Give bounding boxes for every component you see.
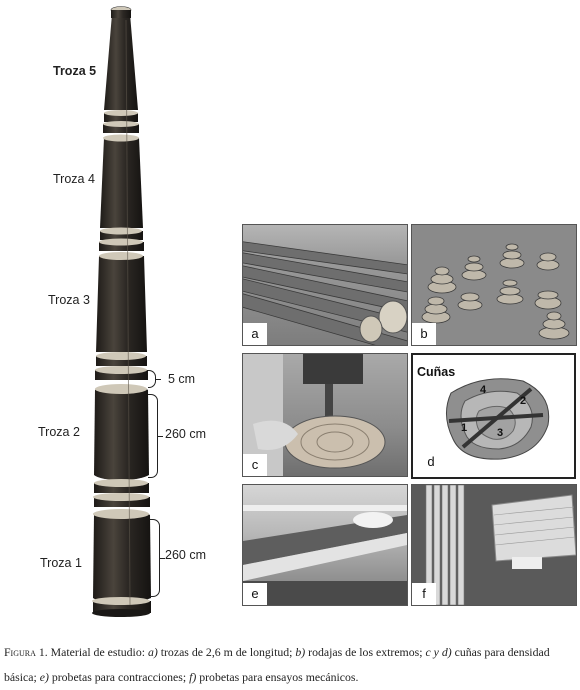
photo-c-cutting: c [242,353,408,477]
disk-2-1b [94,497,150,507]
disk-dimension: 5 cm [168,372,196,386]
disk-4-3b [99,242,144,251]
troza4-segment [100,138,143,228]
photo-e-shrinkage-specimens: e [242,484,408,606]
troza2-label: Troza 2 [38,425,80,439]
caption-b-key: b) [295,645,306,659]
caption-b-text: rodajas de los extremos; [305,645,426,659]
wedge-number-2: 2 [520,395,527,407]
photo-b-disks: b [411,224,577,346]
caption-a-text: trozas de 2,6 m de longitud; [157,645,296,659]
caption-e-key: e) [39,670,49,684]
disk-5-4a [104,113,138,122]
photo-a-logs: a [242,224,408,346]
caption-intro: Material de estudio: [47,645,148,659]
photo-f-mechanical-specimens: f [411,484,577,606]
caption-f-text: probetas para ensayos mecánicos. [196,670,359,684]
figure-label: Figura 1. [4,645,48,659]
troza2-dimension: 260 cm [165,427,206,441]
figure-caption: Figura 1. Material de estudio: a) trozas… [4,640,576,690]
troza1-brace [150,519,165,597]
wedge-number-4: 4 [480,384,487,396]
troza1-dimension: 260 cm [165,548,206,562]
wedge-number-1: 1 [461,422,468,434]
troza2-brace [148,394,163,478]
troza1-segment [93,510,151,603]
wedge-number-3: 3 [497,427,504,439]
panel-f-label: f [412,583,436,605]
troza4-label: Troza 4 [53,172,95,186]
panel-a-label: a [243,323,267,345]
disk-5-4b [103,124,139,133]
troza1-label: Troza 1 [40,556,82,570]
disk-3-2a [96,356,147,366]
caption-cd-text: cuñas para densidad básica; [4,645,550,684]
troza5-segment [104,14,138,110]
panel-c-label: c [243,454,267,476]
troza3-segment [96,256,147,352]
caption-cd-key: c y d) [425,645,452,659]
tree-trunk-illustration [92,6,151,617]
troza3-label: Troza 3 [48,293,90,307]
caption-a-key: a) [147,645,158,659]
caption-e-text: probetas para contracciones; [48,670,190,684]
disk-2-1a [94,483,149,493]
caption-f-key: f) [189,670,197,684]
photo-d-wedges: Cuñas 4 2 1 3 d [411,353,576,479]
wedges-title: Cuñas [417,365,456,379]
disk-4-3a [100,231,143,240]
panel-e-label: e [243,583,267,605]
troza2-segment [94,385,149,480]
disk-3-2b [95,370,148,380]
panel-b-label: b [412,323,436,345]
troza5-label: Troza 5 [53,64,97,78]
panel-d-label: d [419,451,443,473]
